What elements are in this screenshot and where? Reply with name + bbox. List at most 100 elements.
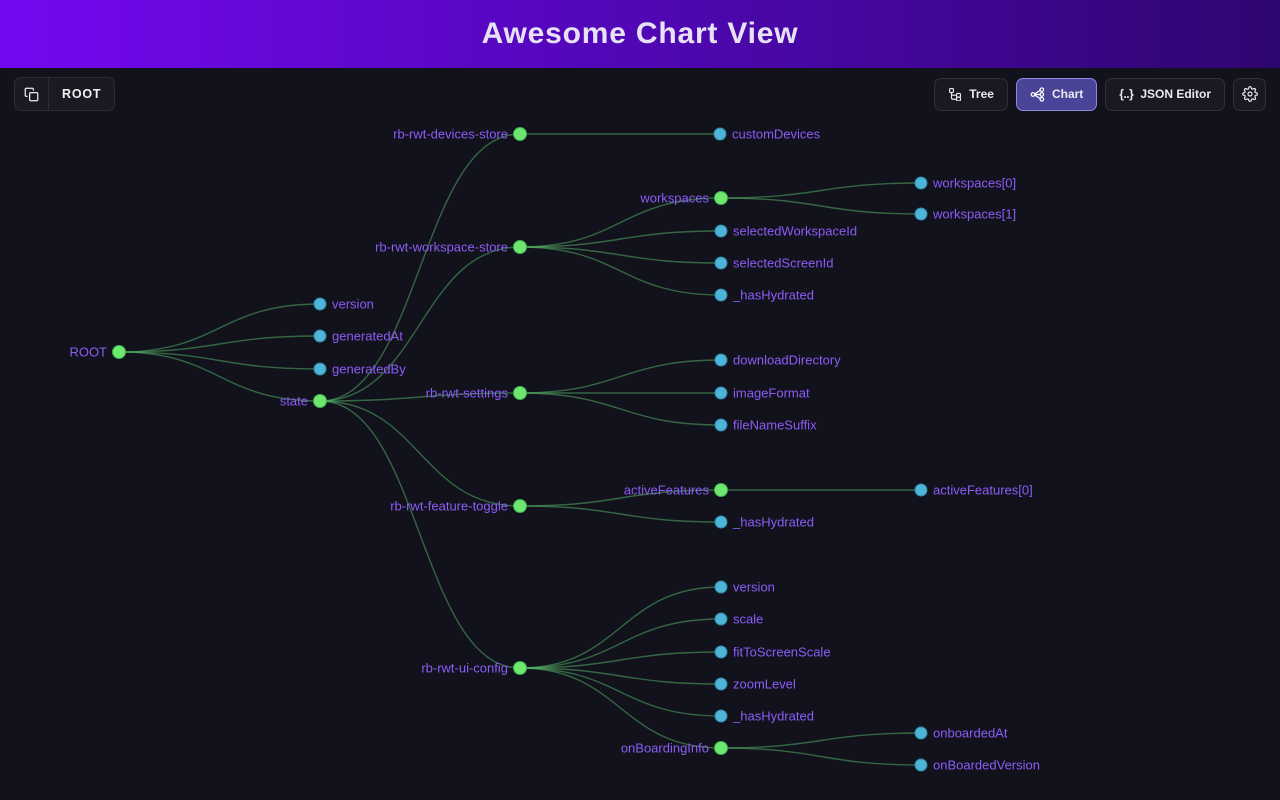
chart-node-label-activeFeatures0: activeFeatures[0] [933,483,1033,498]
chart-node-workspaces0[interactable] [914,176,928,190]
chart-node-label-selectedWorkspaceId: selectedWorkspaceId [733,224,857,239]
chart-node-scale[interactable] [714,612,728,626]
tab-chart[interactable]: Chart [1015,77,1098,111]
chart-node-onboardedAt[interactable] [914,726,928,740]
tab-chart-label: Chart [1051,87,1084,101]
chart-link-ui-config-fitToScreenScale [519,651,722,669]
chart-node-fileNameSuffix[interactable] [714,418,728,432]
chart-node-label-workspaces0: workspaces[0] [932,176,1016,191]
chart-node-feature-toggle[interactable] [513,499,527,513]
chart-link-settings-store-downloadDirectory [519,359,722,394]
chart-link-workspace-store-selectedWorkspaceId [519,230,722,248]
chart-link-ui-config-scale [519,618,722,669]
chart-link-ui-config-hasHydrated-ui [519,667,722,717]
chart-node-downloadDirectory[interactable] [714,353,728,367]
tab-json-editor[interactable]: {..} JSON Editor [1105,77,1225,111]
chart-node-zoomLevel[interactable] [714,677,728,691]
chart-node-label-version: version [332,297,374,312]
chart-link-ui-config-onBoardingInfo [519,667,722,749]
gear-icon [1241,86,1258,102]
braces-icon: {..} [1119,87,1134,101]
chart-node-hasHydrated-ui[interactable] [714,709,728,723]
chart-link-workspace-store-selectedScreenId [519,246,722,264]
chart-node-activeFeatures[interactable] [714,483,728,497]
chart-node-imageFormat[interactable] [714,386,728,400]
chart-node-selectedScreenId[interactable] [714,256,728,270]
chart-node-label-workspaces1: workspaces[1] [932,207,1016,222]
view-switcher: Tree Chart {..} JSON Editor [934,77,1266,111]
chart-node-label-hasHydrated-ws: _hasHydrated [732,288,814,303]
chart-node-label-hasHydrated-ft: _hasHydrated [732,515,814,530]
chart-link-state-workspace-store [319,246,521,402]
chart-node-fitToScreenScale[interactable] [714,645,728,659]
chart-node-label-fitToScreenScale: fitToScreenScale [733,645,831,660]
settings-button[interactable] [1233,77,1266,111]
chart-node-label-state: state [280,394,308,409]
chart-link-settings-store-fileNameSuffix [519,392,722,426]
chart-node-hasHydrated-ft[interactable] [714,515,728,529]
chart-link-ui-config-version-ui [519,586,722,669]
tree-icon [948,87,962,101]
chart-node-activeFeatures0[interactable] [914,483,928,497]
chart-node-workspaces1[interactable] [914,207,928,221]
chart-node-generatedBy[interactable] [313,362,327,376]
chart-link-root-generatedAt [118,335,321,353]
chart-node-state[interactable] [313,394,327,408]
chart-link-onBoardingInfo-onBoardedVersion [720,747,922,766]
chart-node-label-generatedBy: generatedBy [332,362,406,377]
copy-icon[interactable] [15,78,49,110]
root-button-label: ROOT [62,87,102,101]
chart-node-label-selectedScreenId: selectedScreenId [733,256,833,271]
chart-node-hasHydrated-ws[interactable] [714,288,728,302]
chart-node-settings-store[interactable] [513,386,527,400]
chart-node-workspaces[interactable] [714,191,728,205]
page-title: Awesome Chart View [481,17,799,50]
chart-node-ui-config[interactable] [513,661,527,675]
chart-node-label-devices-store: rb-rwt-devices-store [393,127,508,142]
chart-node-label-generatedAt: generatedAt [332,329,403,344]
chart-node-devices-store[interactable] [513,127,527,141]
chart-node-label-customDevices: customDevices [732,127,821,142]
tab-tree-label: Tree [969,87,994,101]
chart-node-label-fileNameSuffix: fileNameSuffix [733,418,817,433]
chart-node-version-ui[interactable] [714,580,728,594]
chart-node-label-activeFeatures: activeFeatures [624,483,710,498]
chart-link-feature-toggle-activeFeatures [519,489,722,507]
chart-node-label-version-ui: version [733,580,775,595]
chart-link-root-state [118,351,321,402]
chart-link-root-generatedBy [118,351,321,370]
chart-node-generatedAt[interactable] [313,329,327,343]
chart-node-root[interactable] [112,345,126,359]
chart-link-state-ui-config [319,400,521,669]
chart-node-label-onBoardingInfo: onBoardingInfo [621,741,709,756]
chart-link-onBoardingInfo-onboardedAt [720,732,922,749]
root-node-button[interactable]: ROOT [14,77,116,111]
chart-node-label-root: ROOT [69,345,107,360]
chart-node-label-workspace-store: rb-rwt-workspace-store [375,240,508,255]
chart-link-workspaces-workspaces1 [720,197,922,215]
chart-node-workspace-store[interactable] [513,240,527,254]
chart-node-version[interactable] [313,297,327,311]
chart-node-label-feature-toggle: rb-rwt-feature-toggle [390,499,508,514]
chart-node-label-settings-store: rb-rwt-settings [426,386,509,401]
chart-node-selectedWorkspaceId[interactable] [714,224,728,238]
chart-node-label-workspaces: workspaces [639,191,709,206]
chart-node-label-ui-config: rb-rwt-ui-config [421,661,508,676]
share-icon [1030,86,1045,102]
chart-link-state-devices-store [319,133,521,402]
chart-link-workspaces-workspaces0 [720,182,922,199]
tab-tree[interactable]: Tree [934,77,1008,111]
chart-node-label-onboardedAt: onboardedAt [933,726,1008,741]
chart-node-label-onBoardedVersion: onBoardedVersion [933,758,1040,773]
chart-node-customDevices[interactable] [713,127,727,141]
chart-node-onBoardedVersion[interactable] [914,758,928,772]
chart-node-label-downloadDirectory: downloadDirectory [733,353,841,368]
chart-link-workspace-store-workspaces [519,197,722,248]
chart-node-label-hasHydrated-ui: _hasHydrated [732,709,814,724]
app-header: Awesome Chart View [0,0,1280,68]
chart-link-feature-toggle-hasHydrated-ft [519,505,722,523]
chart-link-root-version [118,303,321,353]
toolbar: ROOT Tree [0,68,1280,120]
chart-node-onBoardingInfo[interactable] [714,741,728,755]
